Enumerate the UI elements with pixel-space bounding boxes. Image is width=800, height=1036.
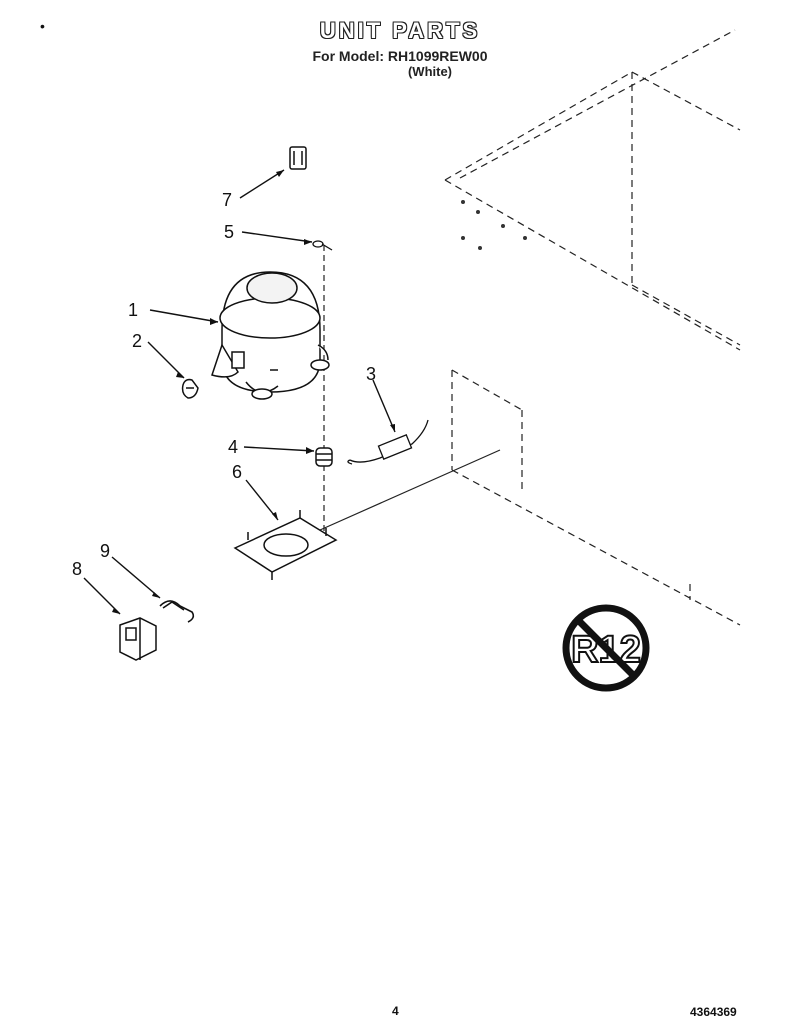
callout-4: 4 [228,437,238,457]
spring-part-4 [315,447,333,467]
page-number: 4 [392,1004,399,1018]
tubing-line [319,449,501,531]
page-title: UNIT PARTS [319,18,481,43]
arrow-heads [112,170,395,614]
compressor-part-1 [211,271,330,400]
stray-mark: • [40,18,45,34]
badge-text: R12 [571,629,641,671]
base-plate-part-6 [233,510,338,580]
callout-2: 2 [132,331,142,351]
no-r12-badge: R12 [562,604,650,692]
model-line: For Model: RH1099REW00 [312,48,488,64]
leader-lines [83,169,396,615]
callout-8: 8 [72,559,82,579]
wire-tie-part-5 [312,240,333,251]
screw-holes [461,200,527,250]
cover-part-8 [119,617,157,661]
callout-3: 3 [366,364,376,384]
callout-9: 9 [100,541,110,561]
cabinet-outline-upper [444,29,741,351]
color-line: (White) [407,64,453,79]
relay-part-7 [289,146,307,170]
callout-6: 6 [232,462,242,482]
callout-1: 1 [128,300,138,320]
cabinet-outline-lower [451,369,741,626]
grommet-part-2 [181,378,199,399]
document-number: 4364369 [690,1005,737,1019]
drier-part-3 [347,419,429,465]
callout-7: 7 [222,190,232,210]
clip-part-9 [159,600,195,623]
callout-5: 5 [224,222,234,242]
